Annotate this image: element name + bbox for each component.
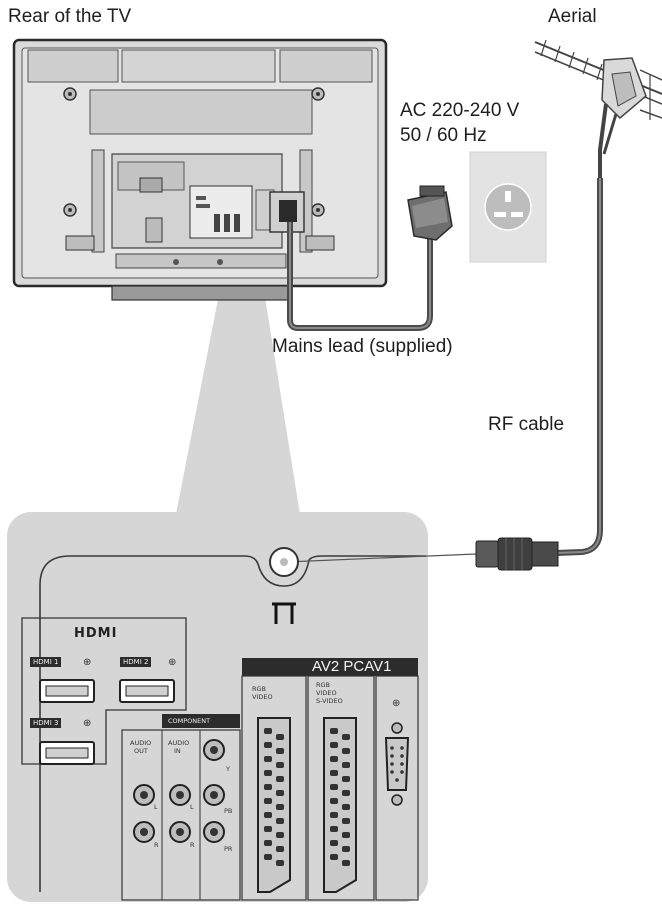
wall-socket (469, 151, 547, 263)
audio-in-r-label: R (190, 841, 195, 849)
rf-cable-label: RF cable (488, 414, 565, 435)
mains-plug (407, 185, 453, 241)
zoom-callout (176, 248, 300, 514)
scart-connector-1 (257, 717, 291, 893)
aerial-label: Aerial (548, 6, 597, 27)
hdmi-port-1 (39, 679, 95, 703)
svg-text:⊕: ⊕ (392, 698, 400, 709)
scart2-text-3: S-VIDEO (316, 697, 343, 705)
scart2-text-1: RGB (316, 681, 331, 689)
hdmi-port-2 (119, 679, 175, 703)
audio-out-label-2: OUT (134, 747, 148, 755)
audio-in-label-2: IN (174, 747, 181, 755)
hdmi-3-label: HDMI 3 (30, 718, 62, 728)
hdmi-1-label: HDMI 1 (30, 657, 62, 667)
rf-plug (475, 537, 559, 571)
av-header: AV2 PCAV1 (312, 658, 392, 675)
svg-text:⊕: ⊕ (168, 657, 176, 668)
component-pb-label: PB (224, 807, 233, 815)
component-block (121, 714, 241, 901)
component-y-label: Y (226, 765, 230, 773)
rear-of-tv-label: Rear of the TV (8, 6, 132, 27)
audio-out-label-1: AUDIO (130, 739, 152, 747)
component-header: COMPONENT (168, 717, 211, 725)
ac-voltage-label: AC 220-240 V (400, 100, 520, 121)
terminal-panel (7, 512, 428, 902)
scart2-text-2: VIDEO (316, 689, 337, 697)
tv-rear (12, 38, 388, 301)
svg-text:⊕: ⊕ (83, 657, 91, 668)
audio-in-label-1: AUDIO (168, 739, 190, 747)
scart-connector-2 (323, 717, 357, 893)
hdmi-port-3 (39, 741, 95, 765)
hdmi-2-label: HDMI 2 (120, 657, 152, 667)
svg-text:⊕: ⊕ (83, 718, 91, 729)
ac-frequency-label: 50 / 60 Hz (400, 125, 487, 146)
aerial-antenna (534, 39, 662, 180)
scart1-text-1: RGB (252, 685, 267, 693)
rf-cable (555, 178, 603, 556)
audio-in-l-label: L (190, 803, 194, 811)
hdmi-block: ⊕ ⊕ ⊕ (21, 617, 187, 765)
hdmi-logo: HDMI (74, 626, 118, 641)
scart1-text-2: VIDEO (252, 693, 273, 701)
aerial-socket (269, 547, 299, 624)
audio-out-r-label: R (154, 841, 159, 849)
audio-out-l-label: L (154, 803, 158, 811)
component-pr-label: PR (224, 845, 233, 853)
pc-vga-connector: ⊕ (384, 698, 410, 806)
av-block: ⊕ (241, 658, 419, 901)
mains-lead-label: Mains lead (supplied) (272, 336, 453, 357)
